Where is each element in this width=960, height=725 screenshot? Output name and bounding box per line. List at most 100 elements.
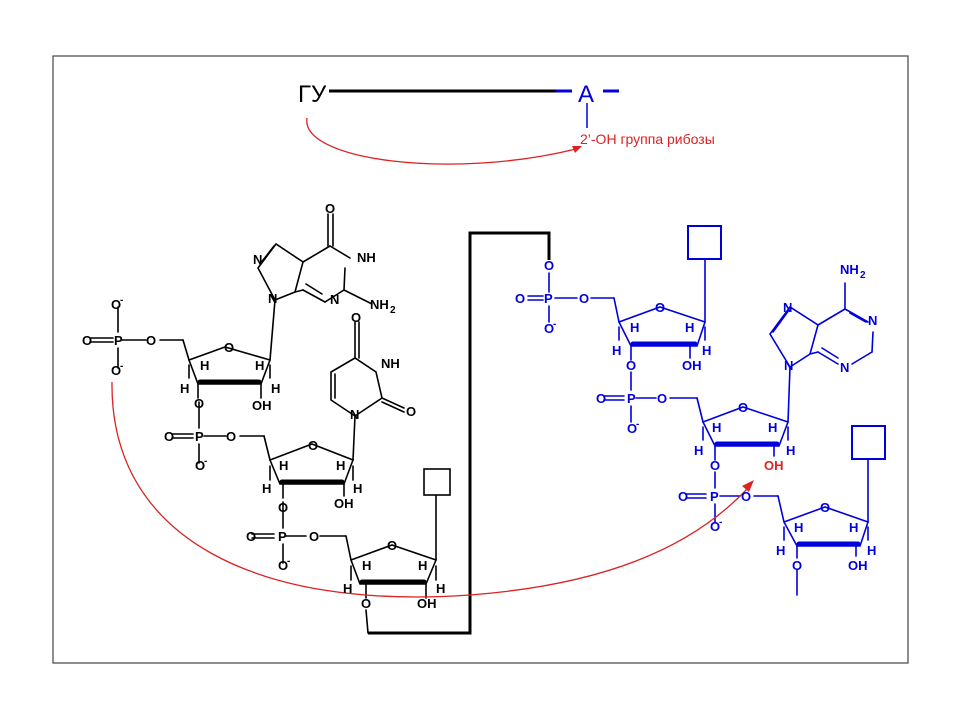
atom-label-n: N: [868, 313, 877, 328]
blue-bold-ribose-edges: [630, 341, 861, 547]
header-annotation: 2’-ОН группа рибозы: [580, 131, 715, 147]
atom-label-h: H: [436, 581, 445, 596]
atom-label-o: O: [194, 396, 204, 411]
atom-label-o: O: [738, 400, 748, 415]
atom-label-h: H: [694, 443, 703, 458]
atom-label-o: O: [351, 310, 361, 325]
atom-label-h: H: [786, 443, 795, 458]
atom-label-minus: -: [636, 419, 639, 430]
atom-label-h: H: [849, 520, 858, 535]
atom-label-n: N: [784, 358, 793, 373]
atom-label-o-minus: O: [111, 297, 121, 312]
atom-label-o: O: [226, 429, 236, 444]
atom-label-minus: -: [204, 456, 207, 467]
atom-label-h: H: [794, 520, 803, 535]
black-bold-ribose-edges: [197, 379, 427, 585]
atom-label-h: H: [418, 558, 427, 573]
atom-label-o: O: [224, 340, 234, 355]
header-red-arrow: [306, 117, 577, 165]
atom-label-o: O: [792, 558, 802, 573]
atom-label-nh: NH: [357, 250, 376, 265]
atom-label-h: H: [343, 581, 352, 596]
atom-label-h: H: [867, 543, 876, 558]
header-red-arrowhead: [572, 146, 582, 153]
atom-label-minus: -: [287, 556, 290, 567]
blue-bonds: [527, 259, 874, 596]
atom-label-nh2: NH: [370, 297, 389, 312]
atom-label-n: N: [783, 300, 792, 315]
atom-label-p: P: [278, 529, 287, 544]
atom-label-o: O: [308, 438, 318, 453]
header-left-label: ГУ: [298, 81, 327, 108]
atom-label-o-minus: O: [710, 519, 720, 534]
atom-label-o: O: [820, 500, 830, 515]
atom-label-minus: -: [120, 361, 123, 372]
atom-label-oh: OH: [334, 496, 354, 511]
atom-label-o-minus: O: [544, 321, 554, 336]
atom-label-o-minus: O: [111, 363, 121, 378]
atom-label-o: O: [710, 458, 720, 473]
atom-label-o: O: [515, 291, 525, 306]
atom-label-h: H: [271, 381, 280, 396]
atom-label-o: O: [146, 333, 156, 348]
atom-label-o: O: [655, 300, 665, 315]
atom-label-h: H: [768, 420, 777, 435]
atom-label-o: O: [657, 391, 667, 406]
atom-label-nh2: NH: [840, 262, 859, 277]
atom-label-o: O: [596, 391, 606, 406]
atom-label-minus: -: [120, 295, 123, 306]
atom-label-o: O: [579, 291, 589, 306]
atom-label-minus: -: [553, 319, 556, 330]
header-right-label: А: [578, 81, 594, 108]
atom-label-n: N: [840, 360, 849, 375]
atom-label-o-minus: O: [278, 558, 288, 573]
atom-label-h: H: [200, 358, 209, 373]
atom-label-n: N: [253, 252, 262, 267]
atom-label-o: O: [278, 500, 288, 515]
atom-label-minus: -: [719, 517, 722, 528]
atom-label-o: O: [164, 429, 174, 444]
atom-label-o: O: [741, 489, 751, 504]
atom-label-h: H: [262, 481, 271, 496]
atom-label-p: P: [195, 429, 204, 444]
atom-label-h: H: [255, 358, 264, 373]
atom-label-h: H: [776, 543, 785, 558]
atom-label-o: O: [82, 333, 92, 348]
black-base-placeholder-box: [423, 468, 451, 496]
atom-label-o: O: [626, 358, 636, 373]
red-arrowhead-long: [742, 480, 754, 492]
atom-label-h: H: [630, 320, 639, 335]
atom-label-h: H: [685, 320, 694, 335]
atom-label-oh: OH: [682, 358, 702, 373]
atom-label-o: O: [309, 529, 319, 544]
atom-label-two: 2: [390, 305, 396, 316]
atom-label-o: O: [361, 596, 371, 611]
atom-label-p: P: [627, 391, 636, 406]
atom-label-h: H: [712, 420, 721, 435]
atom-label-h: H: [336, 458, 345, 473]
black-linker: [368, 231, 551, 635]
atom-label-p: P: [544, 291, 553, 306]
atom-label-o: O: [544, 258, 554, 273]
atom-label-h: H: [362, 558, 371, 573]
atom-label-h: H: [702, 343, 711, 358]
red-arrow-long: [111, 381, 749, 598]
atom-label-h: H: [353, 481, 362, 496]
black-bonds: [89, 213, 438, 634]
atom-label-p: P: [114, 333, 123, 348]
atom-label-o: O: [325, 201, 335, 216]
atom-label-p: P: [710, 489, 719, 504]
atom-label-oh: OH: [848, 558, 868, 573]
atom-label-o-minus: O: [627, 421, 637, 436]
atom-label-o: O: [678, 489, 688, 504]
atom-label-n: N: [268, 291, 277, 306]
atom-label-h: H: [612, 343, 621, 358]
blue-base-placeholder-box-2: [851, 425, 886, 460]
atom-label-two: 2: [860, 270, 866, 281]
atom-label-n: N: [330, 292, 339, 307]
atom-label-o: O: [406, 404, 416, 419]
atom-label-n: N: [350, 407, 359, 422]
blue-base-placeholder-box-1: [687, 225, 722, 260]
